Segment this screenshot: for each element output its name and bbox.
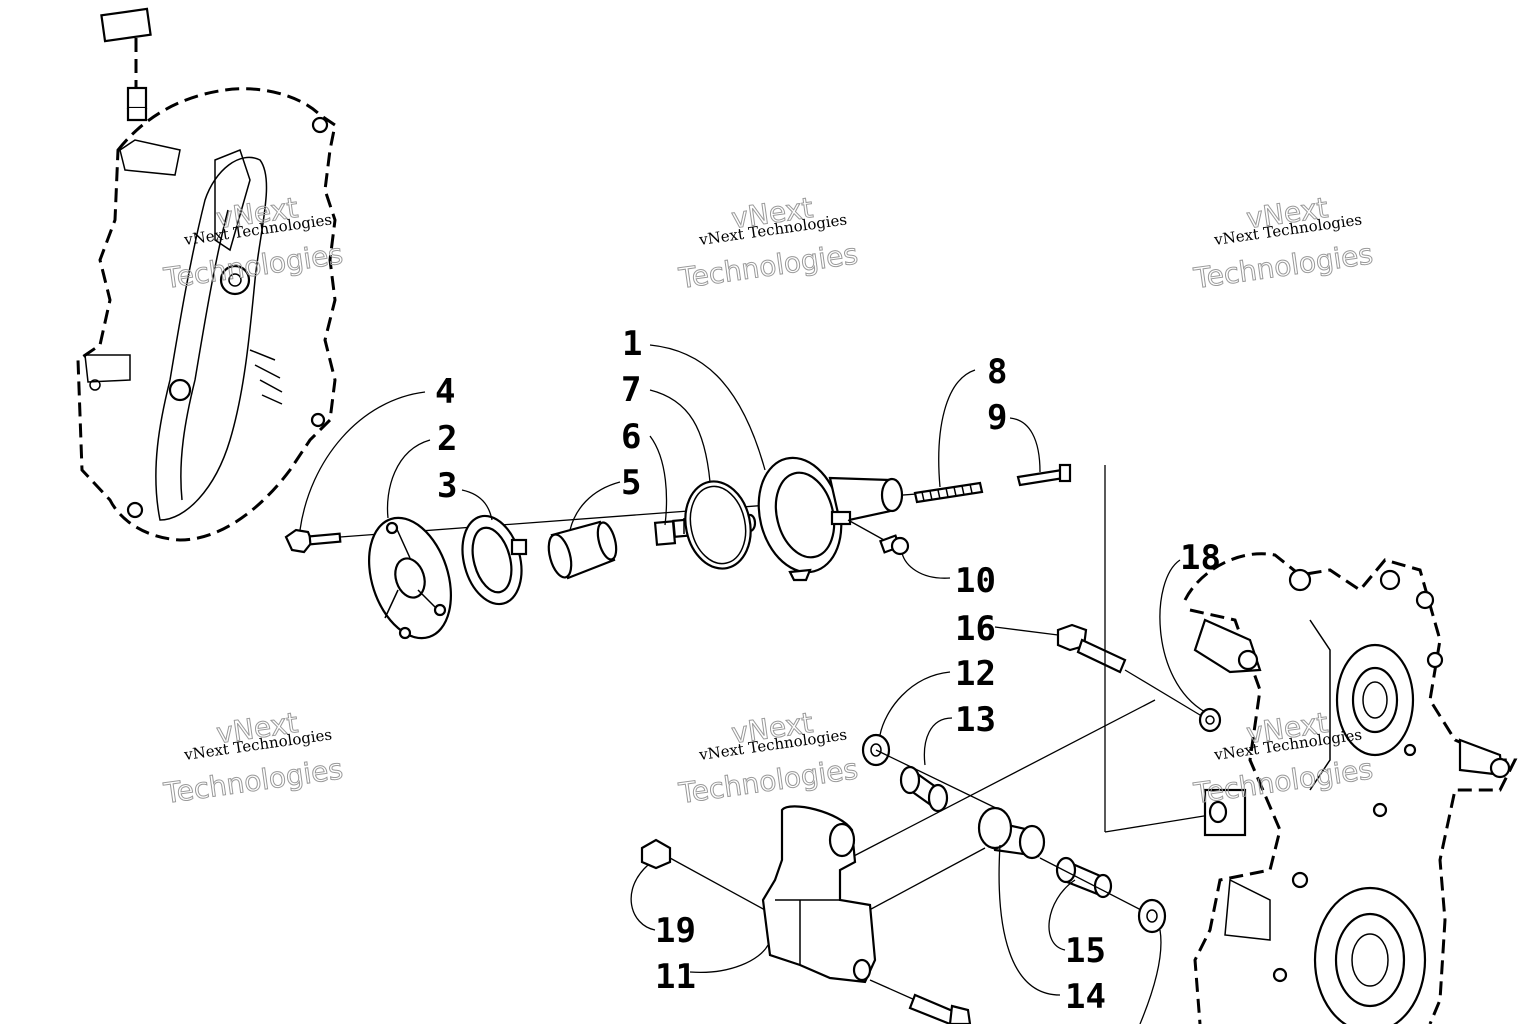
callout-9: 9 <box>987 398 1007 438</box>
part-5-cone <box>547 520 618 580</box>
callout-6: 6 <box>621 417 641 457</box>
part-9-pin <box>1016 463 1072 487</box>
watermark-bottom-left: vNext Technologies vNext Technologies <box>161 706 346 811</box>
callout-11: 11 <box>655 957 696 997</box>
part-2-flange-plate <box>367 516 453 640</box>
callout-5: 5 <box>621 463 641 503</box>
watermark-top-right: vNext Technologies vNext Technologies <box>1191 191 1376 296</box>
part-15-small-bushing <box>1055 856 1113 899</box>
part-1-tensioner-body <box>757 456 904 582</box>
callout-14: 14 <box>1065 977 1106 1017</box>
watermark-top-left: vNext Technologies vNext Technologies <box>161 191 346 296</box>
callout-13: 13 <box>955 700 996 740</box>
callout-10: 10 <box>955 561 996 601</box>
part-4-bolt <box>284 528 342 554</box>
callout-2: 2 <box>437 419 457 459</box>
watermark-bottom-center: vNext Technologies vNext Technologies <box>676 706 861 811</box>
washer-end <box>1137 898 1167 934</box>
callout-19: 19 <box>655 911 696 951</box>
right-housing-case <box>1183 552 1518 1024</box>
callout-8: 8 <box>987 352 1007 392</box>
part-7-oring <box>684 480 752 570</box>
left-housing-cover <box>76 7 337 542</box>
part-19-nut <box>640 838 766 911</box>
watermark-top-center: vNext Technologies vNext Technologies <box>676 191 861 296</box>
callout-leaders <box>299 344 1206 1024</box>
callout-4: 4 <box>435 372 455 412</box>
callout-labels: 1 2 3 4 5 6 7 8 9 10 11 12 13 14 15 16 1… <box>435 324 1221 1017</box>
part-8-spring <box>913 481 984 504</box>
callout-1: 1 <box>622 324 642 364</box>
part-14-large-bushing <box>977 806 1046 860</box>
callout-16: 16 <box>955 609 996 649</box>
part-13-bushing <box>899 765 949 813</box>
callout-18: 18 <box>1180 538 1221 578</box>
callout-3: 3 <box>437 466 457 506</box>
part-3-ring <box>461 514 528 606</box>
part-11-tensioner-arm <box>761 805 972 1024</box>
part-18-washer <box>1198 707 1222 733</box>
part-10-set-screw <box>847 519 910 556</box>
callout-12: 12 <box>955 654 996 694</box>
callout-15: 15 <box>1065 931 1106 971</box>
callout-7: 7 <box>621 370 641 410</box>
part-16-shoulder-bolt <box>1056 623 1127 674</box>
